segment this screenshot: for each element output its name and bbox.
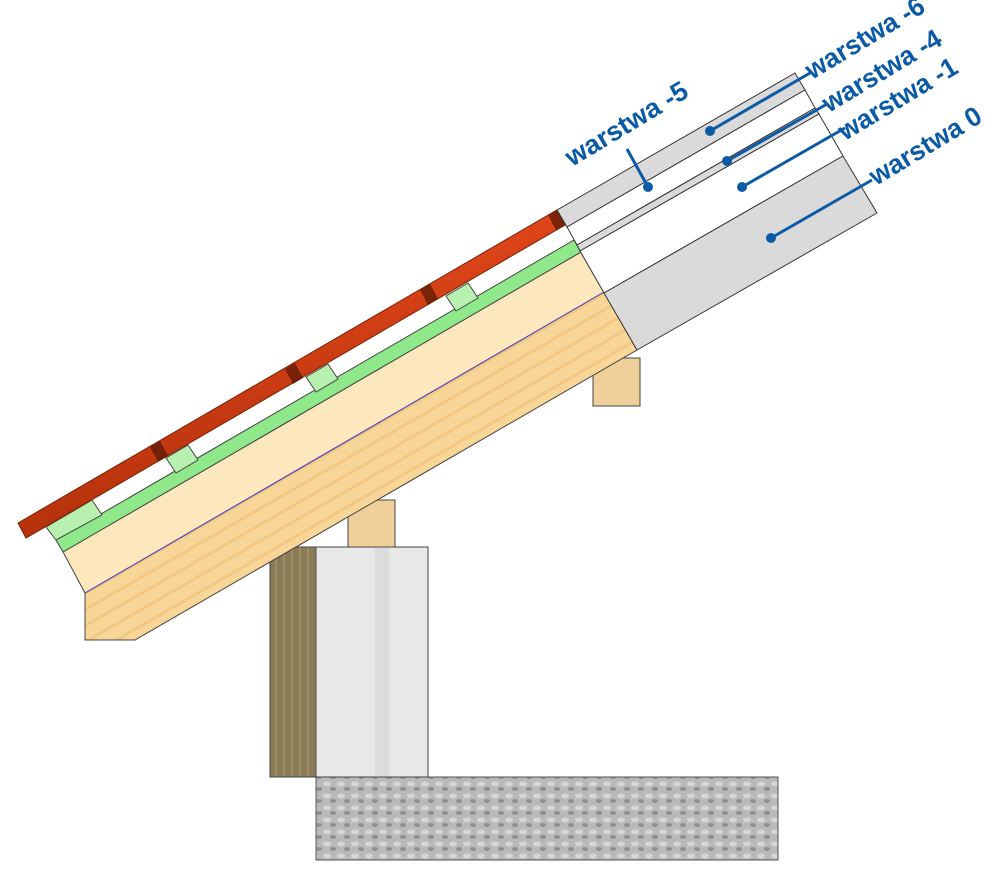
wall-insulation — [269, 546, 317, 778]
leaders — [625, 71, 873, 243]
concrete-wall-shade — [375, 548, 389, 776]
rafter-light-layer — [62, 251, 605, 594]
batten — [165, 444, 199, 474]
batten — [305, 363, 339, 393]
tile-joints — [150, 210, 565, 462]
leader-dot — [766, 233, 776, 243]
foundation — [315, 776, 779, 861]
leader-dot — [705, 126, 715, 136]
leader-dot — [722, 156, 732, 166]
leader-dot — [643, 182, 653, 192]
leader-dot — [737, 182, 747, 192]
concrete-wall — [315, 546, 429, 778]
batten — [445, 282, 479, 312]
schematic-layer-0 — [603, 155, 878, 351]
rafter-divider-line — [84, 291, 605, 594]
